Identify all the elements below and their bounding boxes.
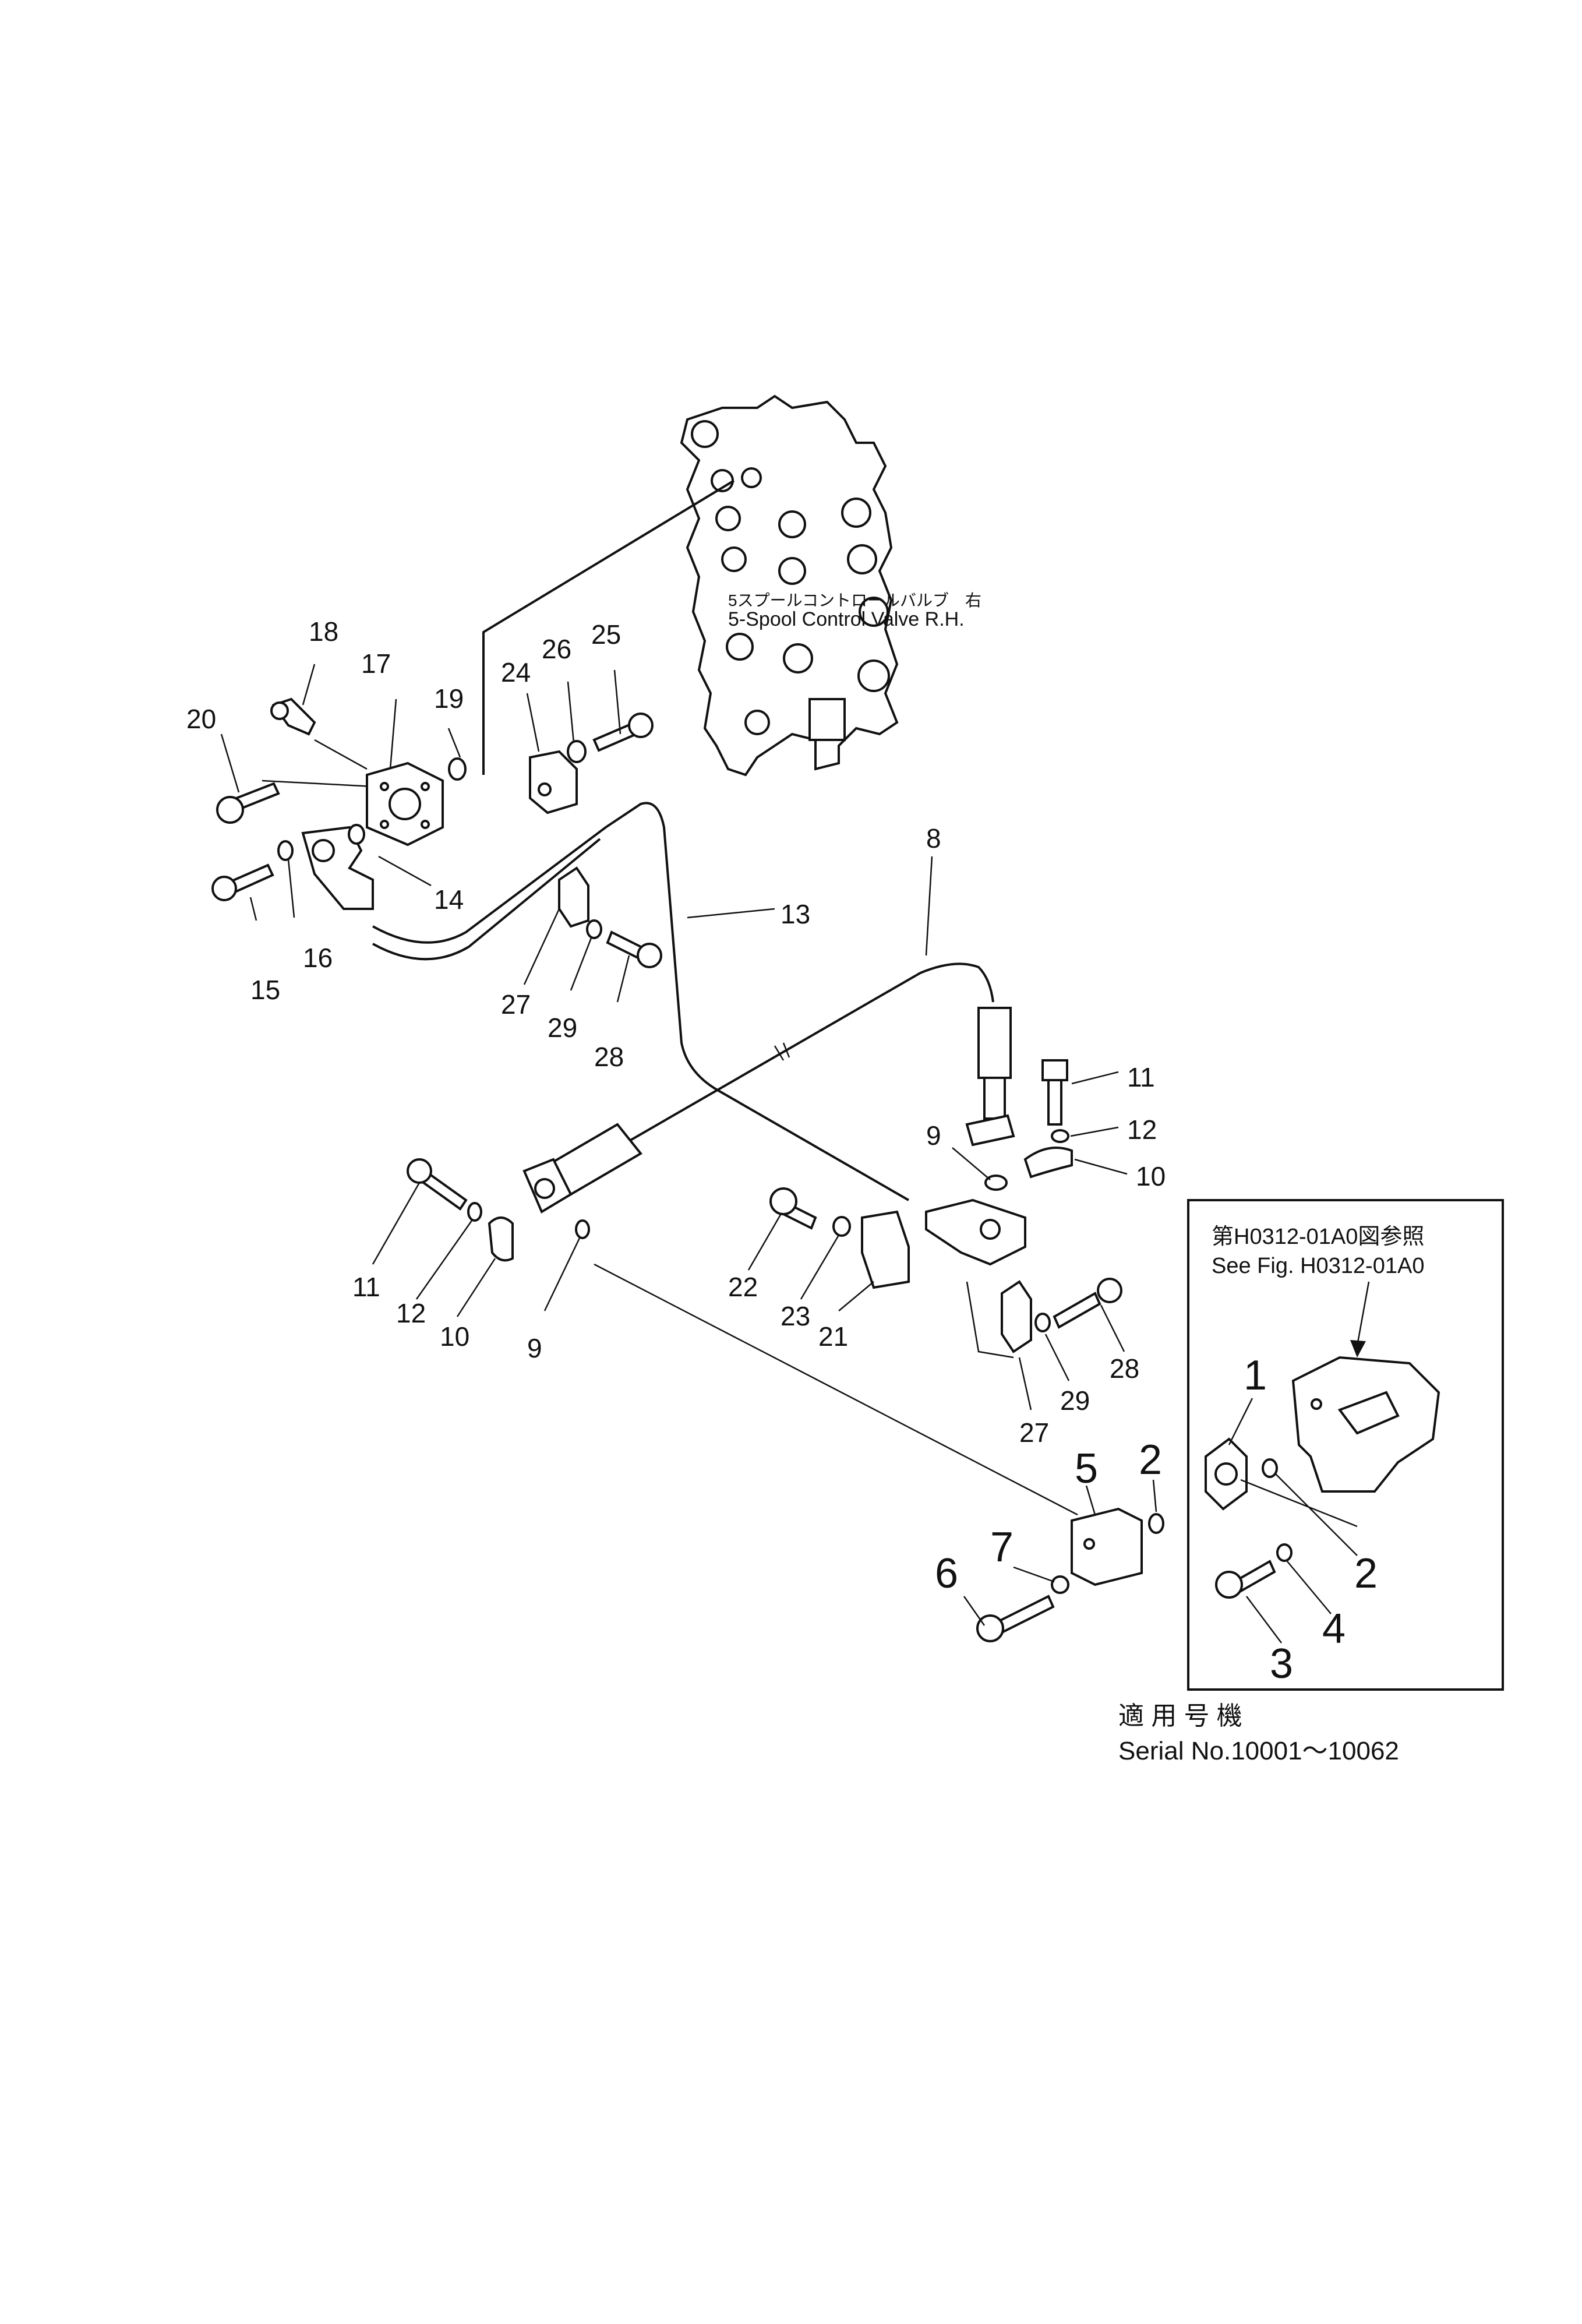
callout-11-left: 11 [352,1272,380,1302]
reference-washer-4 [1276,1543,1293,1562]
callout-16: 16 [303,943,333,973]
reference-box: 第H0312-01A0図参照 See Fig. H0312-01A0 [1187,1199,1504,1691]
part-23-washer [832,1216,851,1237]
callout-12-left: 12 [396,1298,426,1328]
part-29-washer-lower [1034,1313,1051,1332]
reference-callout-1: 1 [1244,1352,1267,1399]
part-9-oring-left [575,1219,590,1239]
callout-13: 13 [781,899,810,929]
part-16-washer [277,840,294,861]
part-11-bolt-left [407,1158,468,1211]
reference-jp: 第H0312-01A0図参照 [1212,1225,1424,1249]
part-12-washer-right [1051,1129,1069,1143]
callout-24: 24 [501,657,531,687]
callout-14: 14 [434,884,464,915]
callout-15: 15 [250,975,280,1005]
part-17-flange-block [366,761,444,847]
part-7-washer [1051,1575,1069,1594]
part-11-bolt-right [1041,1059,1068,1126]
valve-label-jp: 5スプールコントロールバルブ 右 [728,591,981,609]
valve-label-en: 5-Spool Control Valve R.H. [728,608,965,630]
callout-27-lower: 27 [1019,1417,1049,1448]
reference-bolt-3 [1215,1560,1276,1599]
control-valve-body [680,394,899,777]
part-25-bolt [592,713,654,752]
part-18-fitting [270,697,316,736]
part-6-bolt [976,1595,1055,1642]
callout-28-upper: 28 [594,1042,624,1072]
callout-18: 18 [309,616,338,647]
callout-23: 23 [781,1301,810,1331]
part-10-half-flange-left [488,1216,514,1262]
callout-21: 21 [818,1321,848,1352]
callout-17: 17 [361,648,391,679]
callout-9-left: 9 [527,1333,542,1363]
callout-26: 26 [542,634,571,664]
serial-number: Serial No.10001～10062 [1118,1737,1399,1765]
callout-6: 6 [935,1550,958,1597]
pipes [262,479,1078,1516]
reference-oring-2 [1262,1458,1278,1478]
part-26-washer [567,740,587,763]
hose-8-fitting-left [522,1123,643,1214]
callout-27-upper: 27 [501,989,531,1020]
serial-jp: 適 用 号 機 [1118,1702,1242,1730]
part-28-bolt-upper [606,930,662,968]
reference-housing [1291,1356,1440,1493]
part-22-bolt [769,1187,817,1230]
callout-9-right: 9 [926,1120,941,1151]
reference-flange-1 [1205,1437,1248,1511]
part-12-washer-left [467,1202,482,1222]
part-29-washer-upper [586,919,602,939]
part-27-clamp-lower [1001,1280,1032,1353]
callout-20: 20 [186,704,216,734]
part-21-flange-block [861,1210,910,1289]
part-2-oring [1148,1513,1164,1534]
callout-10-left: 10 [440,1321,469,1352]
callout-2: 2 [1139,1437,1162,1483]
callout-28-lower: 28 [1110,1353,1139,1384]
reference-en: See Fig. H0312-01A0 [1212,1254,1424,1278]
part-14-oring [348,824,365,845]
part-9-oring-right [984,1175,1008,1191]
part-27-clamp-upper [558,866,589,928]
callout-5: 5 [1075,1445,1098,1492]
part-28-bolt-lower [1053,1278,1122,1329]
flange-elbow-right [925,1198,1026,1266]
callout-29-upper: 29 [548,1013,577,1043]
reference-callout-3: 3 [1270,1641,1293,1687]
part-10-half-flange-right [1023,1147,1073,1179]
callout-8: 8 [926,823,941,854]
part-19-oring [448,757,467,781]
callout-10-right: 10 [1136,1161,1166,1191]
callout-25: 25 [591,619,621,650]
part-20-bolt [216,782,280,824]
serial-info: 適 用 号 機 Serial No.10001～10062 [1118,1702,1399,1765]
hose-8-fitting-right [965,1007,1015,1147]
reference-callout-4: 4 [1322,1606,1346,1652]
callout-22: 22 [728,1272,758,1302]
callout-7: 7 [990,1524,1014,1571]
part-24-clamp [529,750,578,814]
callout-11-right: 11 [1127,1062,1155,1092]
part-15-bolt [211,863,274,901]
reference-callout-2: 2 [1354,1550,1378,1597]
callout-leaders [220,664,1358,1644]
callout-numbers: 18 17 19 20 24 26 25 14 16 15 13 8 27 29… [186,616,1378,1687]
valve-label: 5スプールコントロールバルブ 右 5-Spool Control Valve R… [728,591,981,630]
part-5-block [1071,1507,1143,1586]
callout-29-lower: 29 [1060,1385,1090,1416]
part-14-flange-elbow [301,826,374,910]
callout-12-right: 12 [1127,1115,1157,1145]
reference-frame [1187,1199,1504,1691]
callout-19: 19 [434,683,464,714]
